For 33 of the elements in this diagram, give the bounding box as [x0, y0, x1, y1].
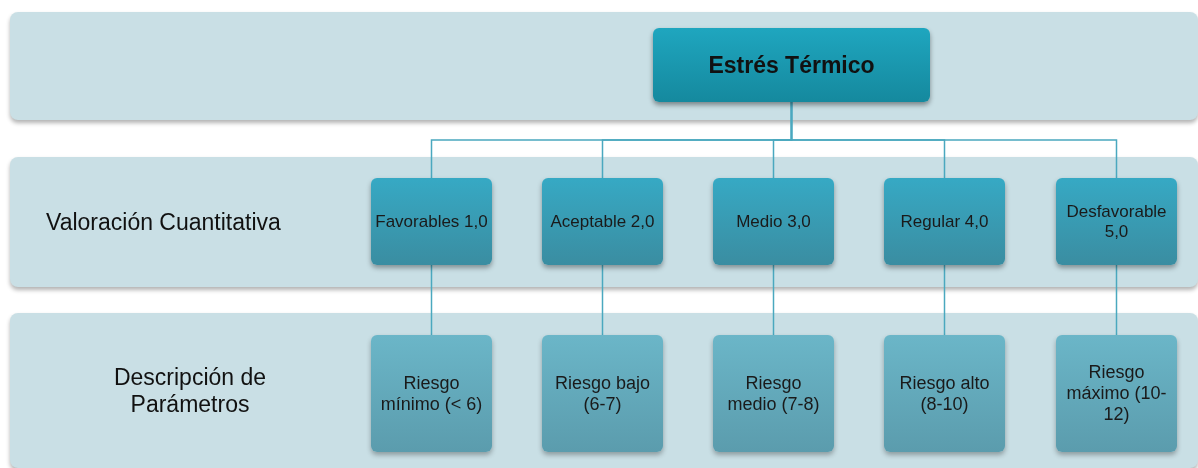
category-box [542, 178, 663, 265]
connector-line [943, 264, 946, 336]
box-label: Riesgo alto (8-10) [898, 372, 991, 415]
band-panel [10, 157, 1198, 287]
connector-line [430, 264, 433, 336]
box-label: Favorables 1,0 [374, 211, 489, 232]
box-label: Riesgo medio (7-8) [726, 372, 821, 415]
category-box [713, 178, 834, 265]
connector-line [1115, 264, 1118, 336]
description-box [713, 335, 834, 452]
row-heading: Descripción de Parámetros [112, 363, 268, 418]
box-label: Medio 3,0 [735, 211, 812, 232]
connector-line [601, 264, 604, 336]
box-label: Desfavorable 5,0 [1065, 201, 1168, 242]
connector-line [790, 101, 1118, 179]
box-label: Riesgo máximo (10-12) [1065, 362, 1168, 425]
band-panel [10, 12, 1198, 120]
box-label: Riesgo mínimo (< 6) [379, 372, 484, 415]
box-label: Aceptable 2,0 [549, 211, 656, 232]
box-label: Regular 4,0 [899, 211, 990, 232]
description-box [1056, 335, 1177, 452]
description-box [884, 335, 1005, 452]
description-box [542, 335, 663, 452]
box-label: Estrés Térmico [708, 50, 875, 80]
category-box [884, 178, 1005, 265]
box-label: Riesgo bajo (6-7) [553, 372, 652, 415]
row-heading: Valoración Cuantitativa [46, 208, 281, 236]
band-panel [10, 313, 1198, 468]
description-box [371, 335, 492, 452]
root-box [653, 28, 930, 102]
connector-line [772, 264, 775, 336]
category-box [371, 178, 492, 265]
category-box [1056, 178, 1177, 265]
